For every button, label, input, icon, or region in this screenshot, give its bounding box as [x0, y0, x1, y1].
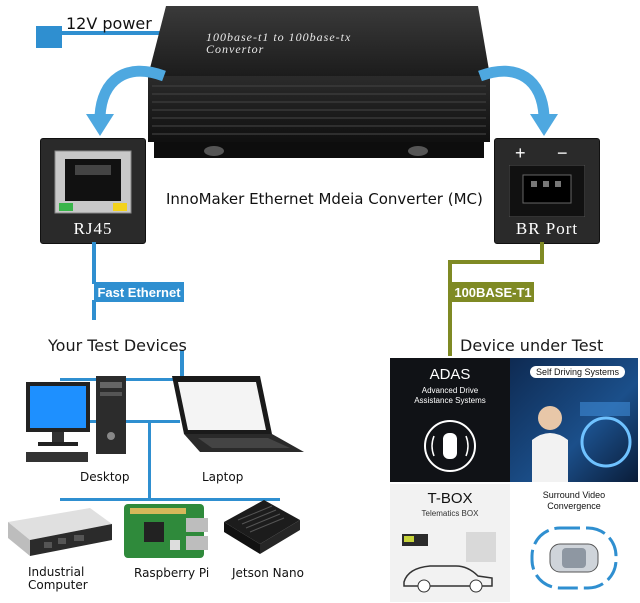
desktop-icon [26, 376, 126, 462]
t1-cable-down [448, 260, 452, 356]
power-connector-icon [36, 26, 62, 48]
driver-illustration-icon [532, 402, 632, 482]
adas-tile: ADAS Advanced Drive Assistance Systems [390, 358, 510, 482]
adas-title: ADAS [429, 366, 471, 383]
jetson-nano-label: Jetson Nano [232, 566, 304, 580]
t1-cable [540, 242, 544, 262]
self-driving-tile: Self Driving Systems [510, 358, 638, 482]
laptop-icon [172, 376, 304, 452]
rj45-port-panel: RJ45 [40, 138, 146, 244]
tbox-tile: T-BOX Telematics BOX [390, 484, 510, 602]
lan-line-vert [148, 420, 151, 498]
surround-tile: Surround Video Convergence [510, 484, 638, 602]
adas-sub1: Advanced Drive [421, 386, 479, 395]
industrial-computer-icon [8, 508, 112, 556]
laptop-label: Laptop [202, 470, 244, 484]
jetson-nano-icon [224, 500, 300, 554]
lan-line-bottom [60, 498, 280, 501]
tbox-title: T-BOX [427, 490, 473, 507]
t1-cable-h [448, 260, 544, 264]
br-socket-icon [509, 165, 585, 217]
adas-sub2: Assistance Systems [414, 396, 486, 405]
power-cable [60, 31, 160, 35]
surround-title-1: Surround Video [542, 490, 606, 500]
lan-cable-horizontal [180, 350, 184, 380]
surround-camera-car-icon [530, 526, 618, 590]
rj45-label: RJ45 [73, 219, 113, 238]
t1-tag: 100BASE-T1 [452, 282, 534, 302]
adas-car-sensor-icon [424, 420, 476, 472]
fast-ethernet-tag: Fast Ethernet [94, 282, 184, 302]
lan-line-mid [90, 420, 180, 423]
converter-print-line2: Convertor [206, 42, 265, 56]
br-port-minus: − [557, 143, 568, 163]
converter-caption: InnoMaker Ethernet Mdeia Converter (MC) [166, 190, 483, 208]
arrow-to-rj45-icon [86, 65, 166, 136]
fast-ethernet-cable [92, 242, 96, 284]
fast-ethernet-cable-lower [92, 300, 96, 320]
tbox-sub: Telematics BOX [421, 509, 479, 518]
br-port-panel: + − BR Port [494, 138, 600, 244]
converter-print-line1: 100base-t1 to 100base-tx [206, 30, 352, 44]
power-label: 12V power [66, 14, 152, 33]
br-port-label: BR Port [515, 219, 579, 238]
self-driving-label: Self Driving Systems [530, 366, 626, 378]
tbox-car-icon [402, 532, 496, 593]
test-devices-title: Your Test Devices [48, 336, 187, 355]
industrial-computer-label: Industrial Computer [28, 565, 88, 592]
br-port-plus: + [515, 143, 526, 163]
raspberry-pi-label: Raspberry Pi [134, 566, 210, 580]
arrow-to-br-port-icon [478, 65, 558, 136]
rj45-socket-icon [54, 150, 132, 214]
desktop-label: Desktop [80, 470, 130, 484]
surround-title-2: Convergence [547, 501, 601, 511]
converter-box [148, 6, 490, 158]
raspberry-pi-icon [124, 504, 208, 558]
